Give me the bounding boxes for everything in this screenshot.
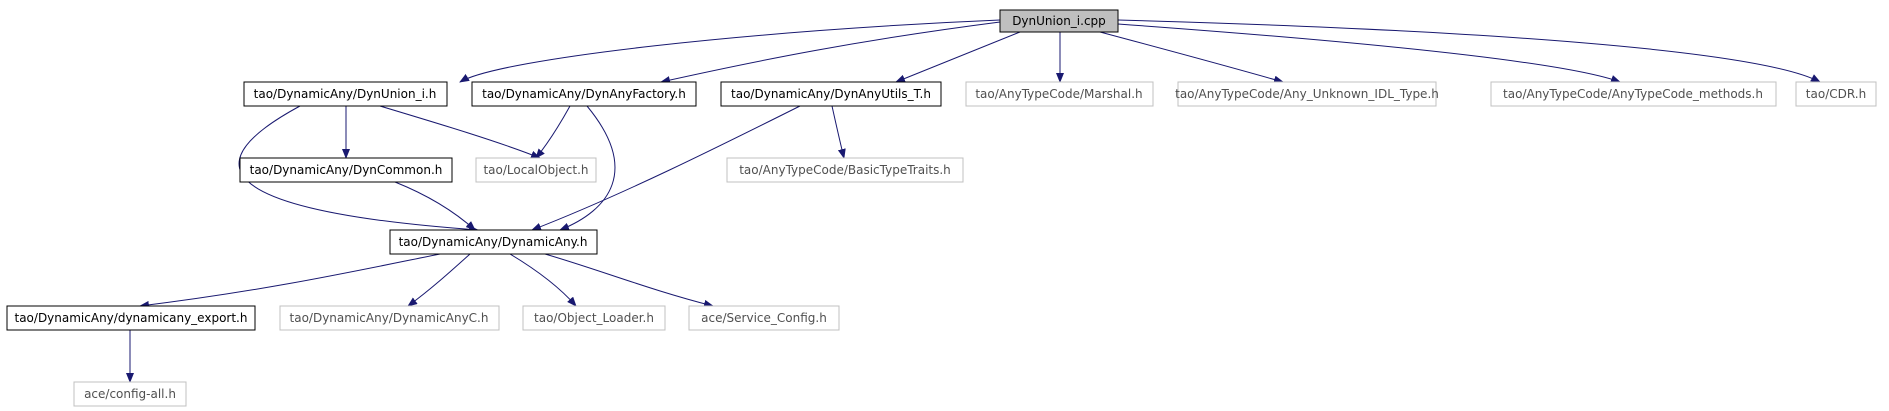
node-dynunion[interactable]: tao/DynamicAny/DynUnion_i.h [243, 81, 448, 107]
node-dynamicany-label: tao/DynamicAny/DynamicAny.h [399, 235, 588, 249]
edge-dynamicany-to-export [139, 253, 441, 309]
edge-dynamicany-to-anyc [407, 253, 471, 307]
node-factory[interactable]: tao/DynamicAny/DynAnyFactory.h [471, 81, 697, 107]
edge-factory-to-localobject [535, 105, 571, 159]
edge-dyncommon-to-dynamicany [394, 181, 476, 231]
node-objloader[interactable]: tao/Object_Loader.h [522, 305, 666, 331]
node-export[interactable]: tao/DynamicAny/dynamicany_export.h [6, 305, 256, 331]
node-basictraits-label: tao/AnyTypeCode/BasicTypeTraits.h [739, 163, 951, 177]
node-cdr[interactable]: tao/CDR.h [1795, 81, 1877, 107]
edge-root-to-utils [895, 31, 1021, 83]
edge-root-to-factory [660, 21, 1001, 84]
node-root[interactable]: DynUnion_i.cpp [999, 9, 1119, 33]
edge-root-to-methods [1117, 23, 1621, 83]
node-unknown-label: tao/AnyTypeCode/Any_Unknown_IDL_Type.h [1175, 87, 1439, 101]
node-dynunion-label: tao/DynamicAny/DynUnion_i.h [254, 87, 437, 101]
edge-layer [126, 19, 1821, 383]
edge-root-to-cdr [1117, 19, 1821, 83]
node-root-label: DynUnion_i.cpp [1012, 14, 1106, 28]
edge-utils-to-dynamicany [531, 105, 801, 231]
node-unknown[interactable]: tao/AnyTypeCode/Any_Unknown_IDL_Type.h [1175, 81, 1439, 107]
node-cdr-label: tao/CDR.h [1806, 87, 1866, 101]
node-basictraits[interactable]: tao/AnyTypeCode/BasicTypeTraits.h [726, 157, 964, 183]
node-utils[interactable]: tao/DynamicAny/DynAnyUtils_T.h [720, 81, 942, 107]
node-anyc[interactable]: tao/DynamicAny/DynamicAnyC.h [279, 305, 500, 331]
node-anyc-label: tao/DynamicAny/DynamicAnyC.h [290, 311, 489, 325]
node-layer: DynUnion_i.cpp tao/DynamicAny/DynUnion_i… [6, 9, 1877, 407]
node-configall-label: ace/config-all.h [84, 387, 176, 401]
node-utils-label: tao/DynamicAny/DynAnyUtils_T.h [731, 87, 931, 101]
node-export-label: tao/DynamicAny/dynamicany_export.h [15, 311, 248, 325]
node-marshal-label: tao/AnyTypeCode/Marshal.h [975, 87, 1142, 101]
node-svcconfig[interactable]: ace/Service_Config.h [688, 305, 840, 331]
edge-factory-to-dynamicany [559, 105, 616, 231]
node-localobject-label: tao/LocalObject.h [483, 163, 588, 177]
edge-root-to-unknown [1099, 31, 1284, 84]
node-factory-label: tao/DynamicAny/DynAnyFactory.h [482, 87, 686, 101]
node-configall[interactable]: ace/config-all.h [73, 381, 187, 407]
edge-dynamicany-to-objloader [509, 253, 577, 307]
edge-utils-to-basictraits [831, 105, 846, 159]
node-objloader-label: tao/Object_Loader.h [534, 311, 654, 325]
edge-root-to-dynunion [459, 19, 1001, 83]
node-dynamicany[interactable]: tao/DynamicAny/DynamicAny.h [389, 229, 598, 255]
node-localobject[interactable]: tao/LocalObject.h [475, 157, 597, 183]
node-marshal[interactable]: tao/AnyTypeCode/Marshal.h [965, 81, 1154, 107]
node-methods[interactable]: tao/AnyTypeCode/AnyTypeCode_methods.h [1490, 81, 1777, 107]
edge-dynunion-to-localobject [379, 105, 541, 159]
node-dyncommon[interactable]: tao/DynamicAny/DynCommon.h [239, 157, 453, 183]
node-svcconfig-label: ace/Service_Config.h [701, 311, 827, 325]
edge-dynamicany-to-svcconfig [544, 253, 714, 308]
node-dyncommon-label: tao/DynamicAny/DynCommon.h [250, 163, 443, 177]
node-methods-label: tao/AnyTypeCode/AnyTypeCode_methods.h [1503, 87, 1763, 101]
